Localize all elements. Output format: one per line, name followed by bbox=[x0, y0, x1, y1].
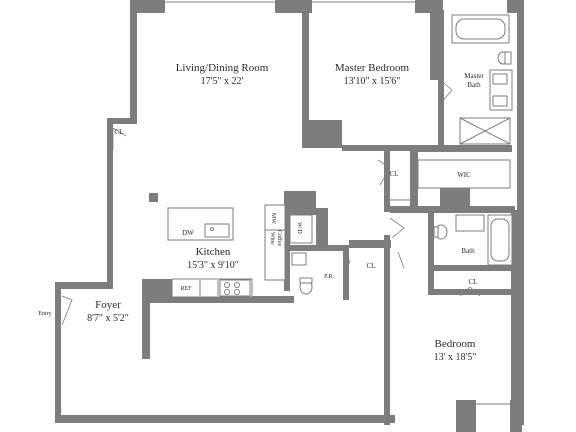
bedroom-name: Bedroom bbox=[435, 338, 476, 350]
entry-label: Entry bbox=[38, 311, 51, 317]
wd-label: W/D bbox=[296, 222, 302, 234]
master-bedroom-name: Master Bedroom bbox=[335, 62, 410, 74]
washer-dryer bbox=[289, 214, 313, 244]
pr-label: P.R. bbox=[324, 274, 334, 280]
walls bbox=[55, 0, 524, 432]
ref-label: REF bbox=[180, 286, 192, 292]
master-bath-label-2: Bath bbox=[467, 81, 481, 89]
foyer-name: Foyer bbox=[95, 299, 121, 311]
kitchen-name: Kitchen bbox=[196, 246, 231, 258]
side-counter bbox=[264, 204, 286, 281]
coffee-label-2: Wine bbox=[269, 232, 275, 245]
mw-label: MW bbox=[270, 213, 276, 224]
cl-master-label: CL bbox=[390, 170, 399, 178]
living-room-dims: 17'5" x 22' bbox=[201, 76, 244, 87]
coffee-label-1: Coffee bbox=[276, 230, 283, 247]
room-labels: Living/Dining Room 17'5" x 22' Master Be… bbox=[87, 62, 484, 363]
foyer-dims: 8'7" x 5'2" bbox=[87, 313, 129, 324]
fixtures bbox=[167, 14, 513, 298]
wic-label: WIC bbox=[457, 171, 471, 179]
cl-bedroom-label: CL bbox=[469, 278, 478, 286]
kitchen-dims: 15'3" x 9'10" bbox=[187, 260, 239, 271]
master-bedroom-dims: 13'10" x 15'6" bbox=[344, 76, 401, 87]
kitchen-sink bbox=[204, 223, 230, 238]
small-labels: CL CL CL CL WIC DW MW Coffee Wine W/D P.… bbox=[38, 128, 477, 317]
dw-label: DW bbox=[182, 229, 194, 237]
cl-foyer-label: CL bbox=[115, 128, 124, 136]
doors bbox=[61, 79, 481, 326]
master-bath-label-1: Master bbox=[464, 72, 484, 80]
bedroom-dims: 13' x 18'5" bbox=[434, 352, 477, 363]
bath-name: Bath bbox=[461, 247, 475, 255]
living-room-name: Living/Dining Room bbox=[176, 62, 269, 74]
cl-hall-label: CL bbox=[367, 262, 376, 270]
